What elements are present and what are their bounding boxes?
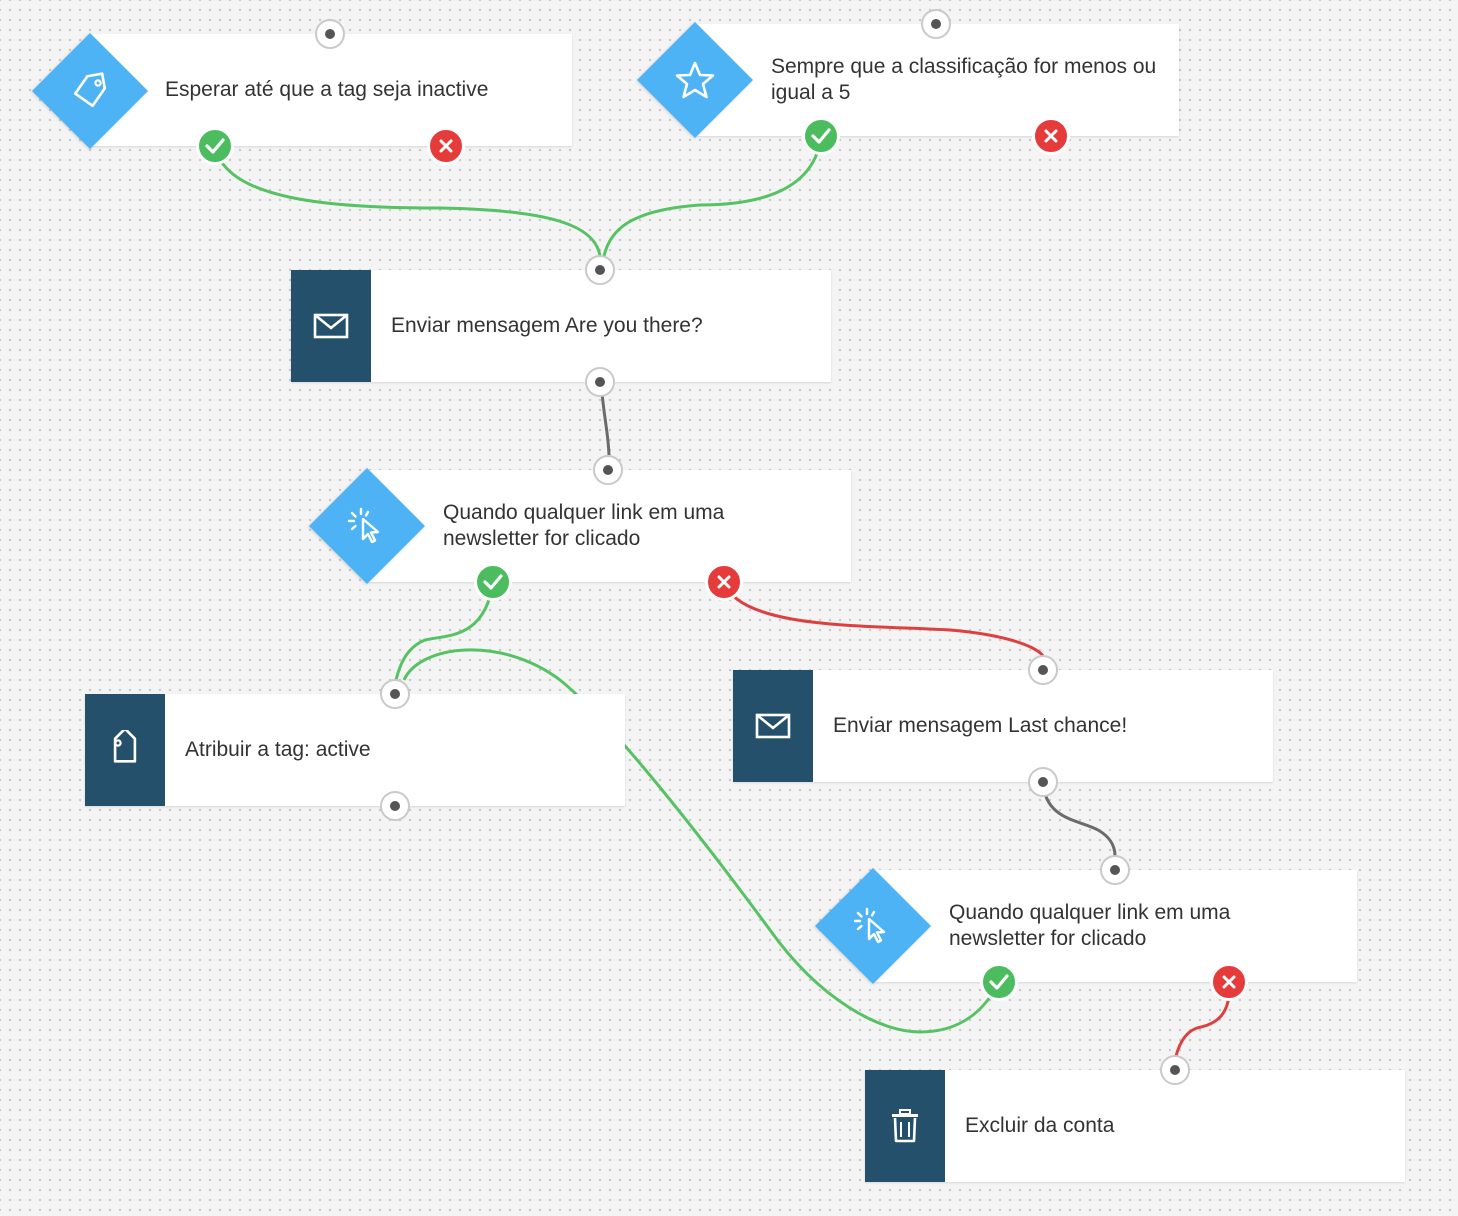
input-port[interactable] [1028,655,1058,685]
node-label: Quando qualquer link em uma newsletter f… [443,501,725,550]
node-label: Quando qualquer link em uma newsletter f… [949,901,1231,950]
node-link-clicked-1[interactable]: Quando qualquer link em uma newsletter f… [369,470,851,582]
star-icon [637,22,753,138]
yes-outlet-check-icon[interactable] [980,963,1018,1001]
condition-badge [32,33,148,149]
envelope-icon [291,270,371,382]
output-port[interactable] [380,791,410,821]
condition-badge [815,868,931,984]
yes-outlet-check-icon[interactable] [196,127,234,165]
node-assign-tag[interactable]: Atribuir a tag: active [85,694,625,806]
yes-outlet-check-icon[interactable] [802,117,840,155]
output-port[interactable] [585,367,615,397]
node-label: Esperar até que a tag seja inactive [165,78,489,101]
cursor-click-icon [309,468,425,584]
connector-link2-no[interactable] [1174,981,1231,1057]
connector-rating-yes[interactable] [602,135,823,257]
no-outlet-x-icon[interactable] [705,563,743,601]
connector-link1-no[interactable] [722,581,1045,657]
tag-icon [85,694,165,806]
cursor-click-icon [815,868,931,984]
condition-badge [309,468,425,584]
tag-icon [32,33,148,149]
input-port[interactable] [1100,855,1130,885]
no-outlet-x-icon[interactable] [1032,117,1070,155]
envelope-icon [733,670,813,782]
input-port[interactable] [921,9,951,39]
connector-last-chance-next[interactable] [1041,781,1117,857]
input-port[interactable] [380,679,410,709]
node-label: Enviar mensagem Last chance! [833,714,1128,737]
condition-badge [637,22,753,138]
node-send-last-chance[interactable]: Enviar mensagem Last chance! [733,670,1273,782]
node-label: Atribuir a tag: active [185,738,371,761]
no-outlet-x-icon[interactable] [1210,963,1248,1001]
node-label: Excluir da conta [965,1114,1115,1137]
node-delete-account[interactable]: Excluir da conta [865,1070,1405,1182]
input-port[interactable] [585,255,615,285]
node-label: Sempre que a classificação for menos ou … [771,55,1157,104]
connector-link2-yes[interactable] [402,648,1001,1034]
node-send-are-you-there[interactable]: Enviar mensagem Are you there? [291,270,831,382]
connector-wait-tag-yes[interactable] [213,145,602,257]
connector-link1-yes[interactable] [394,581,495,681]
input-port[interactable] [593,455,623,485]
input-port[interactable] [1160,1055,1190,1085]
node-rating[interactable]: Sempre que a classificação for menos ou … [697,24,1179,136]
no-outlet-x-icon[interactable] [427,127,465,165]
input-port[interactable] [315,19,345,49]
yes-outlet-check-icon[interactable] [474,563,512,601]
node-link-clicked-2[interactable]: Quando qualquer link em uma newsletter f… [875,870,1357,982]
node-wait-tag[interactable]: Esperar até que a tag seja inactive [90,34,572,146]
output-port[interactable] [1028,767,1058,797]
node-label: Enviar mensagem Are you there? [391,314,703,337]
trash-icon [865,1070,945,1182]
